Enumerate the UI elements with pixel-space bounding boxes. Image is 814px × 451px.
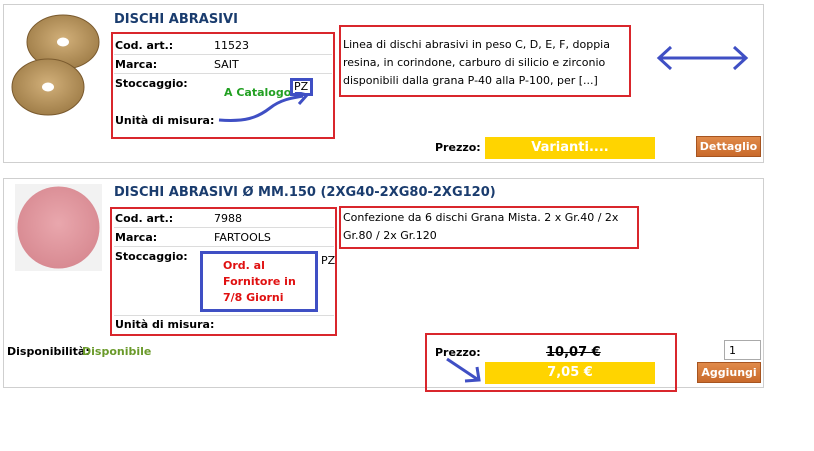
brand-label-1: Marca: (115, 58, 158, 71)
product-title-2[interactable]: DISCHI ABRASIVI Ø MM.150 (2XG40-2XG80-2X… (114, 185, 496, 200)
add-to-cart-button-2[interactable]: Aggiungi (697, 362, 761, 383)
annotation-box-description-2 (339, 206, 639, 249)
stock-label-1: Stoccaggio: (115, 77, 188, 90)
brand-label-2: Marca: (115, 231, 158, 244)
availability-value-2: Disponibile (82, 345, 152, 358)
stock-status-2: Ord. al Fornitore in 7/8 Giorni (223, 259, 296, 304)
annotation-box-details-1 (111, 32, 335, 139)
code-value-2: 7988 (214, 212, 242, 225)
unit-badge-1: PZ (294, 80, 309, 93)
annotation-box-description-1 (339, 25, 631, 97)
divider (114, 73, 332, 74)
pink-disc-image (15, 184, 102, 271)
stock-status-1: A Catalogo (224, 86, 292, 99)
price-label-1: Prezzo: (435, 141, 481, 154)
availability-label-2: Disponibilità: (7, 345, 90, 358)
stock-label-2: Stoccaggio: (115, 250, 188, 263)
price-label-2: Prezzo: (435, 346, 481, 359)
annotation-box-details-2 (110, 207, 337, 336)
quantity-input-2[interactable] (724, 340, 761, 360)
brand-value-2: FARTOOLS (214, 231, 271, 244)
unit-label-1: Unità di misura: (115, 114, 215, 127)
code-label-1: Cod. art.: (115, 39, 174, 52)
double-arrow-icon (656, 45, 749, 71)
annotation-box-stock-2 (200, 251, 318, 312)
product-description-2: Confezione da 6 dischi Grana Mista. 2 x … (343, 211, 619, 242)
divider (114, 227, 334, 228)
product-card-1 (3, 4, 764, 163)
product-image-1[interactable] (8, 12, 104, 132)
brand-value-1: SAIT (214, 58, 239, 71)
product-image-2[interactable] (15, 184, 102, 271)
code-value-1: 11523 (214, 39, 249, 52)
product-description-1: Linea di dischi abrasivi in peso C, D, E… (343, 38, 610, 87)
unit-badge-2: PZ (321, 254, 336, 267)
price-variants-1[interactable]: Varianti.... (485, 137, 655, 159)
detail-button-1[interactable]: Dettaglio (696, 136, 761, 157)
product-title-1[interactable]: DISCHI ABRASIVI (114, 12, 238, 27)
divider (114, 54, 332, 55)
current-price-2: 7,05 € (485, 362, 655, 384)
divider (114, 315, 334, 316)
code-label-2: Cod. art.: (115, 212, 174, 225)
old-price-2: 10,07 € (546, 345, 601, 360)
abrasive-disc-image (11, 14, 100, 116)
annotation-box-price-2 (425, 333, 677, 392)
annotation-arrow-curve-icon (218, 92, 310, 122)
annotation-arrow-icon (446, 357, 481, 383)
unit-label-2: Unità di misura: (115, 318, 215, 331)
divider (114, 246, 334, 247)
